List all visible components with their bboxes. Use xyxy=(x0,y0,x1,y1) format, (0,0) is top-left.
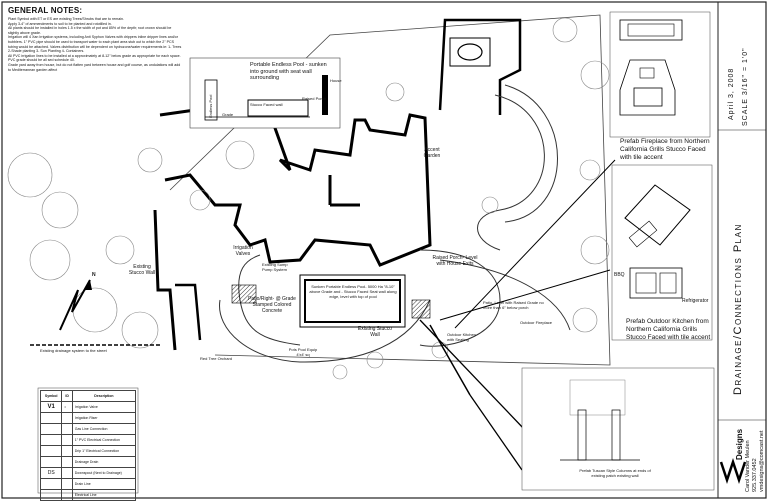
existing-wall-left-label: Existing Stucco Wall xyxy=(128,264,156,276)
legend-row: 1" PVC Electrical Connection xyxy=(39,434,137,446)
legend-header-description: Description xyxy=(71,390,137,402)
legend-table: Symbol ID Description V1•Irrigation Valv… xyxy=(39,390,137,501)
designer-name: Carol Vander Meulen xyxy=(745,440,751,492)
general-notes-title: GENERAL NOTES: xyxy=(8,6,83,15)
pool-detail-grade-label: Grade xyxy=(222,112,234,117)
note-1: Plant Symbol with ET or ES are existing … xyxy=(8,17,124,21)
raised-porch-label: Raised Porch- Level with House Exits xyxy=(432,255,478,267)
note-5: All PVC irrigation lines to be installed… xyxy=(8,53,181,63)
pool-detail-house-label: House xyxy=(330,78,342,83)
legend-header-symbol: Symbol xyxy=(39,390,63,402)
patio-grade-label: Patio- Level with Raised Grade no more t… xyxy=(483,300,544,310)
legend-row: Irrigation Riser xyxy=(39,412,137,424)
legend-row: Drainage Drain xyxy=(39,456,137,468)
title-date: April 3, 2008 xyxy=(728,67,735,120)
outdoor-fireplace-label: Outdoor Fireplace xyxy=(520,320,553,325)
drainage-street-label: Existing drainage system to the street xyxy=(40,348,107,353)
pool-detail-pool-label: Endless Pool xyxy=(208,94,213,118)
legend-row: Gas Line Connection xyxy=(39,423,137,435)
accent-garden-label: Accent Garden xyxy=(423,147,441,159)
vm-logo xyxy=(719,458,747,484)
bbq-label: BBQ xyxy=(614,272,625,278)
pool-detail-porch-label: Raised Porch xyxy=(302,96,327,101)
orchard-label: Red Tree Orchard xyxy=(200,356,233,361)
pool-outline xyxy=(304,279,401,323)
north-arrow xyxy=(59,279,91,331)
existing-wall-lower-label: Existing Stucco Wall xyxy=(357,326,393,338)
irrigation-valves-label: Irrigation Valves xyxy=(233,245,253,257)
pool-detail-title: Portable Endless Pool - sunken into grou… xyxy=(250,62,327,81)
note-2: Apply 3-4" of ammendments to soil to be … xyxy=(8,21,112,26)
compass-label: N xyxy=(92,272,96,278)
note-4: Irrigation will 4 Xan Irrigation systems… xyxy=(8,35,182,54)
designer-phone: 925.337.0452 xyxy=(752,458,758,492)
legend-header-row: Symbol ID Description xyxy=(39,390,137,402)
general-notes: GENERAL NOTES: Plant Symbol with ET or E… xyxy=(8,6,198,72)
designer-email: vmdesigns@comcast.net xyxy=(759,430,765,492)
company-name: Designs xyxy=(735,428,744,460)
pool-equip-label: Pots Pool Equip 4'x4' sq xyxy=(288,347,318,357)
legend-row: V1•Irrigation Valve xyxy=(39,401,137,413)
legend-header-id: ID xyxy=(61,390,73,402)
fireplace-callout: Prefab Fireplace from Northern Californi… xyxy=(620,138,710,161)
note-3: All plants should be installed in holes … xyxy=(8,26,172,35)
sunken-pool-label: Sunken Portable Endless Pool- 5000 Ha "8… xyxy=(309,284,397,299)
pool-detail-wall-label: Stucco Faced wall xyxy=(250,102,283,107)
columns-callout: Prefab Tuscan Style Columns at ends of e… xyxy=(579,468,651,478)
legend-row: Drip 1" Electrical Connection xyxy=(39,445,137,457)
fridge-label: Refrigerator xyxy=(682,298,709,304)
patio-label: Patio/Right- @ Grade Stamped Colored Con… xyxy=(248,296,296,314)
sump-pump-label: Existing Sump Pump System xyxy=(262,262,288,272)
title-scale: SCALE 3/16" = 1'0" xyxy=(742,47,749,126)
sheet-title: Drainage/Connections Plan xyxy=(732,223,744,395)
house-outline xyxy=(159,98,432,267)
legend-row: Electrical Line xyxy=(39,489,137,501)
outdoor-kitchen-label: Outdoor Kitchen with Seating xyxy=(447,332,476,342)
note-6: Grade yard away from house, but do not f… xyxy=(8,62,181,72)
legend-row: Drain Line xyxy=(39,478,137,490)
kitchen-callout: Prefab Outdoor Kitchen from Northern Cal… xyxy=(626,318,711,341)
